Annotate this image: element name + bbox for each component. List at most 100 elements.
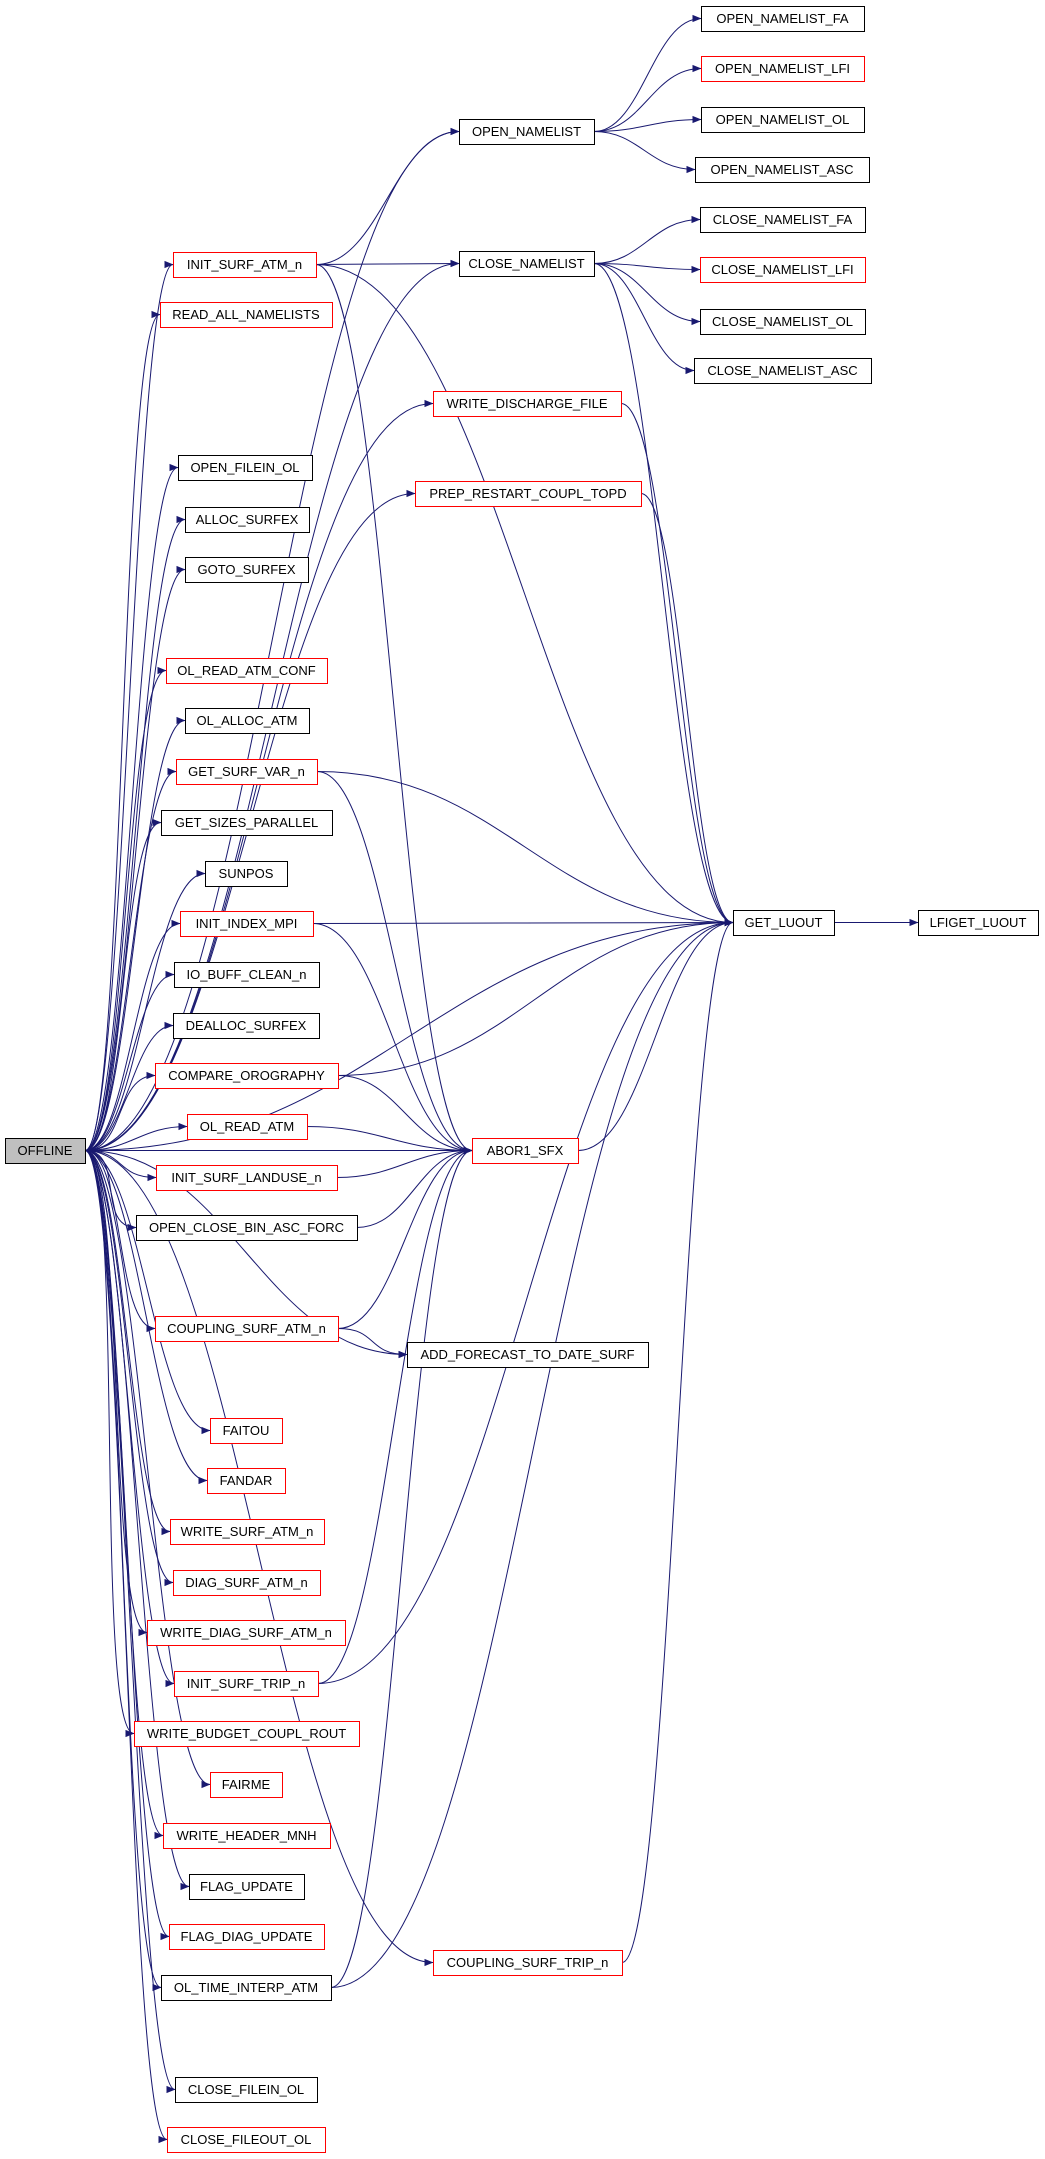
node-ol-read-atm[interactable]: OL_READ_ATM bbox=[187, 1114, 308, 1140]
node-open-filein-ol[interactable]: OPEN_FILEIN_OL bbox=[178, 455, 313, 481]
node-label: OPEN_NAMELIST_FA bbox=[716, 11, 849, 26]
edge-close-namelist-to-close-namelist-asc bbox=[593, 263, 695, 375]
node-open-namelist[interactable]: OPEN_NAMELIST bbox=[459, 119, 595, 145]
node-ol-read-atm-conf[interactable]: OL_READ_ATM_CONF bbox=[166, 658, 328, 684]
node-box bbox=[5, 1138, 86, 1164]
node-open-namelist-lfi[interactable]: OPEN_NAMELIST_LFI bbox=[701, 56, 865, 82]
node-close-namelist-lfi[interactable]: CLOSE_NAMELIST_LFI bbox=[700, 257, 866, 283]
node-write-surf-atm-n[interactable]: WRITE_SURF_ATM_n bbox=[170, 1519, 325, 1545]
node-label: CLOSE_FILEOUT_OL bbox=[181, 2132, 312, 2147]
node-label: FANDAR bbox=[220, 1473, 273, 1488]
node-open-namelist-asc[interactable]: OPEN_NAMELIST_ASC bbox=[695, 157, 870, 183]
node-box bbox=[156, 1165, 338, 1191]
node-open-namelist-fa[interactable]: OPEN_NAMELIST_FA bbox=[701, 6, 865, 32]
node-open-namelist-ol[interactable]: OPEN_NAMELIST_OL bbox=[701, 107, 865, 133]
node-label: ALLOC_SURFEX bbox=[196, 512, 299, 527]
edge-offline-to-close-filein-ol bbox=[84, 1150, 176, 2093]
node-close-namelist-asc[interactable]: CLOSE_NAMELIST_ASC bbox=[694, 358, 872, 384]
node-prep-restart-coupl-topd[interactable]: PREP_RESTART_COUPL_TOPD bbox=[415, 481, 642, 507]
edge-offline-to-goto-surfex bbox=[84, 566, 186, 1151]
node-box bbox=[166, 658, 328, 684]
node-label: DEALLOC_SURFEX bbox=[186, 1018, 307, 1033]
node-box bbox=[160, 302, 333, 328]
node-write-diag-surf-atm-n[interactable]: WRITE_DIAG_SURF_ATM_n bbox=[147, 1620, 346, 1646]
node-box bbox=[173, 1570, 321, 1596]
node-label: OPEN_FILEIN_OL bbox=[190, 460, 299, 475]
node-box bbox=[189, 1874, 305, 1900]
node-dealloc-surfex[interactable]: DEALLOC_SURFEX bbox=[173, 1013, 320, 1039]
edge-offline-to-get-sizes-parallel bbox=[84, 818, 162, 1151]
node-label: OPEN_NAMELIST_OL bbox=[716, 112, 850, 127]
node-box bbox=[173, 1013, 320, 1039]
node-ol-alloc-atm[interactable]: OL_ALLOC_ATM bbox=[185, 708, 310, 734]
node-read-all-namelists[interactable]: READ_ALL_NAMELISTS bbox=[160, 302, 333, 328]
node-abor1-sfx[interactable]: ABOR1_SFX bbox=[472, 1138, 579, 1164]
node-label: OL_READ_ATM_CONF bbox=[177, 663, 316, 678]
node-close-namelist[interactable]: CLOSE_NAMELIST bbox=[459, 251, 595, 277]
node-coupling-surf-trip-n[interactable]: COUPLING_SURF_TRIP_n bbox=[433, 1950, 623, 1976]
node-goto-surfex[interactable]: GOTO_SURFEX bbox=[185, 557, 309, 583]
node-box bbox=[415, 481, 642, 507]
edge-open-namelist-to-open-namelist-ol bbox=[593, 115, 702, 132]
node-label: FAIRME bbox=[222, 1777, 271, 1792]
edge-offline-to-write-surf-atm-n bbox=[84, 1150, 171, 1536]
node-label: DIAG_SURF_ATM_n bbox=[185, 1575, 308, 1590]
node-init-surf-trip-n[interactable]: INIT_SURF_TRIP_n bbox=[174, 1671, 319, 1697]
node-sunpos[interactable]: SUNPOS bbox=[205, 861, 288, 887]
node-box bbox=[733, 910, 835, 936]
node-init-surf-atm-n[interactable]: INIT_SURF_ATM_n bbox=[173, 252, 317, 278]
node-label: COUPLING_SURF_ATM_n bbox=[167, 1321, 326, 1336]
node-fairme[interactable]: FAIRME bbox=[210, 1772, 283, 1798]
node-lfiget-luout[interactable]: LFIGET_LUOUT bbox=[918, 910, 1039, 936]
node-box bbox=[178, 455, 313, 481]
node-get-luout[interactable]: GET_LUOUT bbox=[733, 910, 835, 936]
node-init-surf-landuse-n[interactable]: INIT_SURF_LANDUSE_n bbox=[156, 1165, 338, 1191]
node-box bbox=[169, 1924, 325, 1950]
node-get-surf-var-n[interactable]: GET_SURF_VAR_n bbox=[176, 759, 318, 785]
edge-offline-to-coupling-surf-atm-n bbox=[84, 1150, 156, 1333]
node-alloc-surfex[interactable]: ALLOC_SURFEX bbox=[185, 507, 310, 533]
node-flag-diag-update[interactable]: FLAG_DIAG_UPDATE bbox=[169, 1924, 325, 1950]
edge-compare-orography-to-abor1-sfx bbox=[337, 1075, 473, 1155]
node-fandar[interactable]: FANDAR bbox=[207, 1468, 286, 1494]
node-box bbox=[210, 1772, 283, 1798]
node-diag-surf-atm-n[interactable]: DIAG_SURF_ATM_n bbox=[173, 1570, 321, 1596]
edge-close-namelist-to-close-namelist-ol bbox=[593, 263, 701, 326]
edge-offline-to-ol-read-atm-conf bbox=[84, 667, 167, 1151]
node-add-forecast-to-date-surf[interactable]: ADD_FORECAST_TO_DATE_SURF bbox=[407, 1342, 649, 1368]
node-write-header-mnh[interactable]: WRITE_HEADER_MNH bbox=[163, 1823, 331, 1849]
edge-init-surf-trip-n-to-abor1-sfx bbox=[317, 1146, 473, 1684]
node-box bbox=[180, 911, 314, 937]
edge-offline-to-close-namelist bbox=[84, 259, 460, 1151]
edge-init-surf-atm-n-to-open-namelist bbox=[315, 127, 460, 265]
edge-coupling-surf-atm-n-to-add-forecast-to-date-surf bbox=[337, 1328, 408, 1359]
node-get-sizes-parallel[interactable]: GET_SIZES_PARALLEL bbox=[161, 810, 333, 836]
node-label: WRITE_BUDGET_COUPL_ROUT bbox=[147, 1726, 346, 1741]
node-compare-orography[interactable]: COMPARE_OROGRAPHY bbox=[155, 1063, 339, 1089]
node-label: CLOSE_NAMELIST_FA bbox=[713, 212, 853, 227]
node-write-discharge-file[interactable]: WRITE_DISCHARGE_FILE bbox=[433, 391, 622, 417]
node-label: FLAG_UPDATE bbox=[200, 1879, 293, 1894]
node-write-budget-coupl-rout[interactable]: WRITE_BUDGET_COUPL_ROUT bbox=[134, 1721, 360, 1747]
node-coupling-surf-atm-n[interactable]: COUPLING_SURF_ATM_n bbox=[155, 1316, 339, 1342]
node-label: FLAG_DIAG_UPDATE bbox=[181, 1929, 313, 1944]
node-close-namelist-ol[interactable]: CLOSE_NAMELIST_OL bbox=[700, 309, 866, 335]
node-close-fileout-ol[interactable]: CLOSE_FILEOUT_OL bbox=[167, 2127, 326, 2153]
node-label: PREP_RESTART_COUPL_TOPD bbox=[429, 486, 626, 501]
node-faitou[interactable]: FAITOU bbox=[210, 1418, 283, 1444]
node-flag-update[interactable]: FLAG_UPDATE bbox=[189, 1874, 305, 1900]
node-label: WRITE_DIAG_SURF_ATM_n bbox=[160, 1625, 332, 1640]
node-close-namelist-fa[interactable]: CLOSE_NAMELIST_FA bbox=[700, 207, 866, 233]
edge-open-close-bin-asc-forc-to-abor1-sfx bbox=[356, 1146, 473, 1228]
node-init-index-mpi[interactable]: INIT_INDEX_MPI bbox=[180, 911, 314, 937]
node-box bbox=[433, 391, 622, 417]
node-label: GET_LUOUT bbox=[744, 915, 822, 930]
node-box bbox=[185, 507, 310, 533]
node-close-filein-ol[interactable]: CLOSE_FILEIN_OL bbox=[175, 2077, 318, 2103]
node-ol-time-interp-atm[interactable]: OL_TIME_INTERP_ATM bbox=[161, 1975, 332, 2001]
edge-offline-to-coupling-surf-trip-n bbox=[84, 1150, 434, 1967]
node-open-close-bin-asc-forc[interactable]: OPEN_CLOSE_BIN_ASC_FORC bbox=[136, 1215, 358, 1241]
node-io-buff-clean-n[interactable]: IO_BUFF_CLEAN_n bbox=[174, 962, 320, 988]
node-offline[interactable]: OFFLINE bbox=[5, 1138, 86, 1164]
node-label: SUNPOS bbox=[219, 866, 274, 881]
